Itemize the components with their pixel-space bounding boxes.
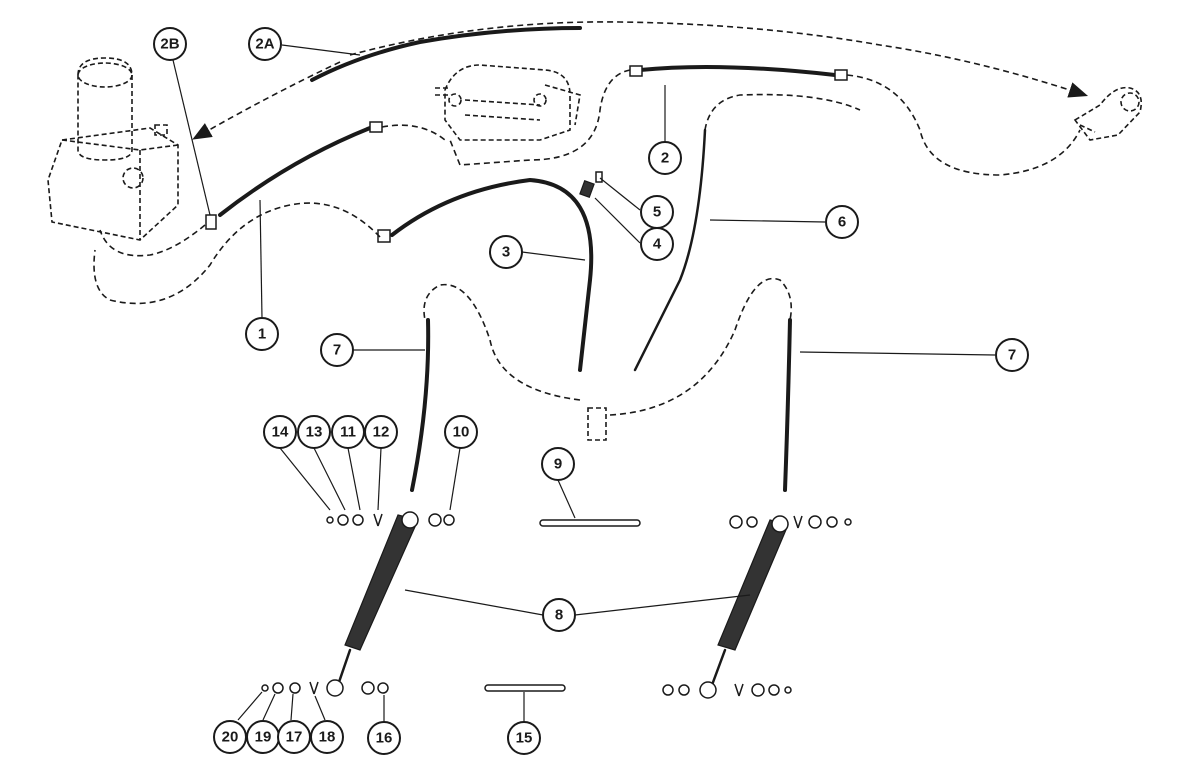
hose-2a <box>310 26 582 82</box>
right-cylinder-hose-route <box>609 277 793 416</box>
hose-2-route-right <box>846 74 1081 176</box>
fitting-outline-right <box>1073 86 1143 141</box>
pin-9 <box>539 519 641 527</box>
callout-14-label: 14 <box>272 424 289 441</box>
leader-lines <box>172 44 996 722</box>
callout-11: 11 <box>331 415 365 449</box>
callout-2b-label: 2B <box>160 36 179 53</box>
callout-2a: 2A <box>248 27 282 61</box>
left-cylinder-hose-route <box>423 283 581 401</box>
elbow-fitting-4 <box>579 179 595 199</box>
trim-cylinder-left <box>326 511 419 697</box>
hardware-left-lower <box>261 681 389 695</box>
hose-1-route <box>381 124 446 141</box>
screw-5 <box>595 171 603 183</box>
callout-19-label: 19 <box>255 729 272 746</box>
hose-6-route <box>704 93 861 131</box>
callout-10: 10 <box>444 415 478 449</box>
callout-12: 12 <box>364 415 398 449</box>
hose-2-fitting-right <box>834 69 848 81</box>
callout-20: 20 <box>213 720 247 754</box>
callout-3: 3 <box>489 235 523 269</box>
callout-2-label: 2 <box>661 150 669 167</box>
callout-13-label: 13 <box>306 424 323 441</box>
callout-10-label: 10 <box>453 424 470 441</box>
callout-9: 9 <box>541 447 575 481</box>
callout-13: 13 <box>297 415 331 449</box>
callout-8: 8 <box>542 598 576 632</box>
callout-8-label: 8 <box>555 607 563 624</box>
hose-3-route <box>93 202 381 305</box>
supply-arrow-to-pump <box>192 61 341 140</box>
callout-20-label: 20 <box>222 729 239 746</box>
callout-18: 18 <box>310 720 344 754</box>
callout-11-label: 11 <box>340 424 356 441</box>
pump-motor-outline <box>47 57 179 241</box>
hose-2 <box>638 64 837 77</box>
callout-15-label: 15 <box>516 730 533 747</box>
hose-2-route <box>449 69 631 166</box>
callout-17: 17 <box>277 720 311 754</box>
valve-block-outline <box>435 64 581 141</box>
hose-7-left <box>410 318 431 492</box>
callout-2a-label: 2A <box>255 36 274 53</box>
hose-1-fitting-top <box>369 121 383 133</box>
callout-1-label: 1 <box>258 326 266 343</box>
hose-2b-route <box>99 224 206 257</box>
callout-16-label: 16 <box>376 730 393 747</box>
callout-12-label: 12 <box>373 424 390 441</box>
callout-17-label: 17 <box>286 729 303 746</box>
hose-1 <box>218 126 372 217</box>
callout-7-left-label: 7 <box>333 342 341 359</box>
callout-7-right-label: 7 <box>1008 347 1016 364</box>
callout-5-label: 5 <box>653 204 661 221</box>
callout-9-label: 9 <box>554 456 562 473</box>
hose-7-right <box>783 318 792 492</box>
hardware-right-upper <box>729 515 852 529</box>
callout-3-label: 3 <box>502 244 510 261</box>
hose-2-fitting-left <box>629 65 643 77</box>
tee-fitting <box>587 407 607 441</box>
callout-2: 2 <box>648 141 682 175</box>
callout-7-left: 7 <box>320 333 354 367</box>
callout-1: 1 <box>245 317 279 351</box>
hardware-right-lower <box>662 683 792 697</box>
hose-3 <box>390 177 594 372</box>
callout-7-right: 7 <box>995 338 1029 372</box>
callout-6: 6 <box>825 205 859 239</box>
callout-15: 15 <box>507 721 541 755</box>
callout-2b: 2B <box>153 27 187 61</box>
callout-19: 19 <box>246 720 280 754</box>
trim-cylinder-right <box>699 515 789 699</box>
callout-5: 5 <box>640 195 674 229</box>
pin-15 <box>484 684 566 692</box>
callout-18-label: 18 <box>319 729 336 746</box>
return-line-2a-dashed <box>349 21 1089 98</box>
callout-14: 14 <box>263 415 297 449</box>
callout-6-label: 6 <box>838 214 846 231</box>
hose-1-fitting-bottom <box>205 214 217 230</box>
hose-6 <box>633 128 707 372</box>
hardware-left-upper <box>326 513 455 527</box>
callout-4: 4 <box>640 227 674 261</box>
callout-4-label: 4 <box>653 236 662 253</box>
callout-16: 16 <box>367 721 401 755</box>
